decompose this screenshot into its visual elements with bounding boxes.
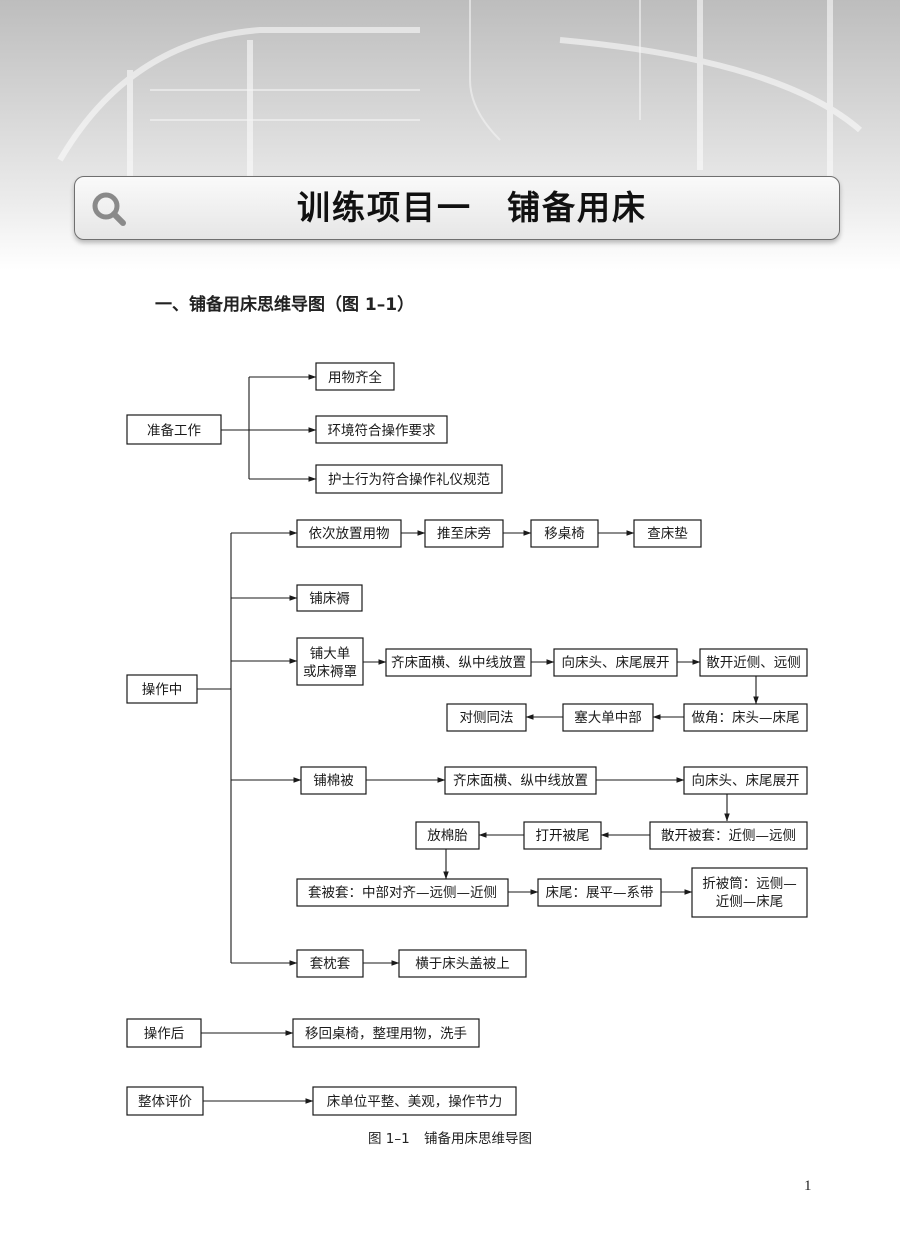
node-label: 或床褥罩 <box>303 664 357 680</box>
node-label: 散开被套：近侧—远侧 <box>661 828 796 844</box>
node-label: 近侧—床尾 <box>716 894 784 910</box>
node-label: 移桌椅 <box>544 526 585 542</box>
node-label: 床单位平整、美观，操作节力 <box>327 1094 503 1110</box>
node-placing-step: 移桌椅 <box>531 520 598 547</box>
node-label: 推至床旁 <box>437 525 491 542</box>
node-label: 放棉胎 <box>427 828 468 844</box>
node-label: 整体评价 <box>138 1094 192 1110</box>
node-placing-step: 依次放置用物 <box>297 520 401 547</box>
node-label: 散开近侧、远侧 <box>706 655 801 671</box>
node-label: 准备工作 <box>147 422 201 439</box>
node-quilt: 铺棉被 <box>301 767 366 794</box>
node-label: 护士行为符合操作礼仪规范 <box>328 472 490 488</box>
node-label: 床尾：展平—系带 <box>546 885 654 901</box>
node-label: 向床头、床尾展开 <box>692 773 800 789</box>
node-label: 操作后 <box>144 1026 185 1042</box>
node-prep-item: 环境符合操作要求 <box>316 416 447 443</box>
node-label: 套枕套 <box>310 956 351 972</box>
node-quilt-fold: 折被筒：远侧— 近侧—床尾 <box>692 868 807 917</box>
node-label: 铺大单 <box>310 646 351 662</box>
node-label: 套被套：中部对齐—远侧—近侧 <box>308 885 497 901</box>
node-after-step: 移回桌椅，整理用物，洗手 <box>293 1019 479 1047</box>
figure-number: 图 1–1 <box>368 1131 410 1147</box>
node-label: 移回桌椅，整理用物，洗手 <box>305 1026 467 1042</box>
node-label: 齐床面横、纵中线放置 <box>453 773 588 789</box>
node-quilt-step: 套被套：中部对齐—远侧—近侧 <box>297 879 508 906</box>
node-label: 用物齐全 <box>328 369 382 386</box>
node-quilt-step: 齐床面横、纵中线放置 <box>445 767 596 794</box>
node-label: 依次放置用物 <box>309 526 390 542</box>
node-label: 折被筒：远侧— <box>702 875 797 892</box>
node-label: 做角：床头—床尾 <box>692 710 800 726</box>
node-sheet-step: 塞大单中部 <box>563 704 653 731</box>
node-sheet-step: 做角：床头—床尾 <box>684 704 807 731</box>
node-label: 对侧同法 <box>460 710 514 726</box>
node-sheet-step: 对侧同法 <box>447 704 526 731</box>
node-quilt-step: 打开被尾 <box>524 822 601 849</box>
node-evaluation-step: 床单位平整、美观，操作节力 <box>313 1087 516 1115</box>
node-quilt-step: 散开被套：近侧—远侧 <box>650 822 807 849</box>
node-label: 铺棉被 <box>313 773 354 789</box>
node-quilt-step: 床尾：展平—系带 <box>538 879 661 906</box>
node-label: 查床垫 <box>647 526 688 542</box>
node-sheet-step: 向床头、床尾展开 <box>554 649 677 676</box>
node-mattress: 铺床褥 <box>297 585 362 611</box>
node-placing-step: 推至床旁 <box>425 520 503 547</box>
node-pillow-step: 横于床头盖被上 <box>399 950 526 977</box>
node-label: 打开被尾 <box>536 827 590 844</box>
node-during: 操作中 <box>127 675 197 703</box>
node-label: 向床头、床尾展开 <box>562 655 670 671</box>
node-after: 操作后 <box>127 1019 201 1047</box>
node-quilt-step: 向床头、床尾展开 <box>684 767 807 794</box>
node-prep-item: 用物齐全 <box>316 363 394 390</box>
node-label: 塞大单中部 <box>574 709 642 726</box>
node-evaluation: 整体评价 <box>127 1087 203 1115</box>
node-placing-step: 查床垫 <box>634 520 701 547</box>
node-label: 铺床褥 <box>309 591 350 607</box>
node-label: 齐床面横、纵中线放置 <box>391 655 526 671</box>
figure-title: 铺备用床思维导图 <box>424 1131 532 1147</box>
node-sheet: 铺大单 或床褥罩 <box>297 638 363 685</box>
node-prep: 准备工作 <box>127 415 221 444</box>
node-prep-item: 护士行为符合操作礼仪规范 <box>316 465 502 493</box>
node-sheet-step: 齐床面横、纵中线放置 <box>386 649 531 676</box>
node-sheet-step: 散开近侧、远侧 <box>700 649 807 676</box>
page-number: 1 <box>804 1178 812 1195</box>
node-label: 横于床头盖被上 <box>415 956 510 972</box>
node-quilt-step: 放棉胎 <box>416 822 479 849</box>
node-label: 操作中 <box>142 682 183 698</box>
figure-caption: 图 1–1 铺备用床思维导图 <box>0 1127 900 1147</box>
node-label: 环境符合操作要求 <box>328 423 436 439</box>
node-pillow: 套枕套 <box>297 950 363 977</box>
